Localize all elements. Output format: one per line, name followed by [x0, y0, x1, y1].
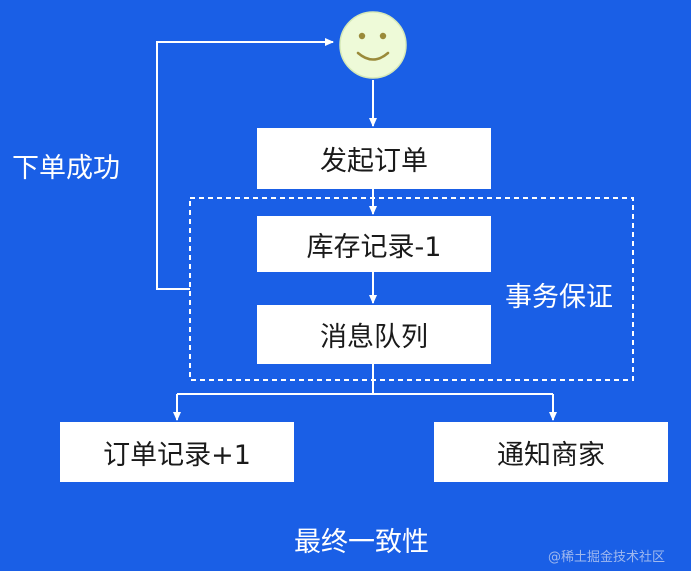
node-place-order: 发起订单 [257, 128, 491, 189]
watermark: @稀土掘金技术社区 [548, 550, 666, 565]
node-message-queue: 消息队列 [257, 305, 491, 364]
label-eventual-consistency: 最终一致性 [294, 527, 429, 558]
label-order-success: 下单成功 [12, 153, 120, 184]
transaction-boundary [189, 197, 634, 381]
node-notify-merchant: 通知商家 [434, 422, 668, 482]
node-order-record: 订单记录+1 [60, 422, 294, 482]
label-transaction-guarantee: 事务保证 [505, 282, 613, 313]
smiley-face-icon [339, 11, 407, 79]
loop-order-success [156, 38, 334, 290]
node-inventory: 库存记录-1 [257, 216, 491, 272]
